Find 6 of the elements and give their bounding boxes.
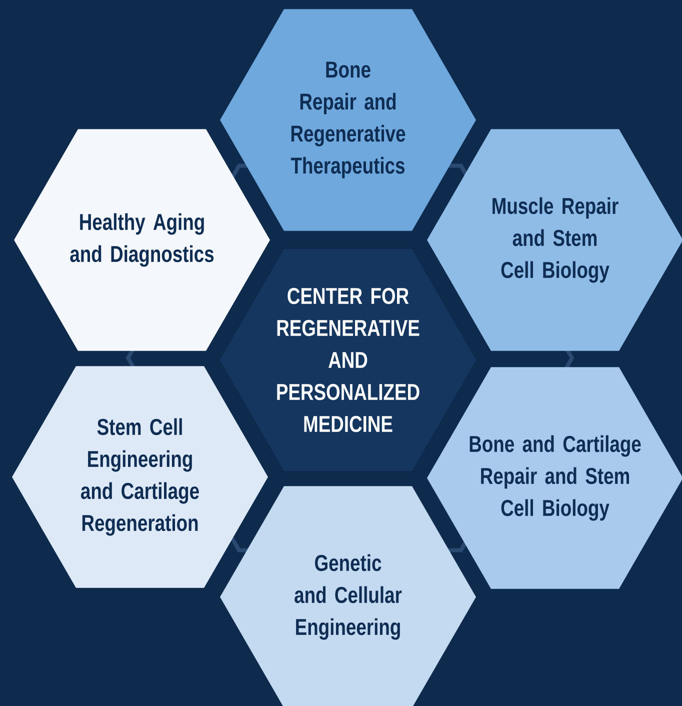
hexagon: Bone Repair and Regenerative Therapeutics <box>220 9 476 231</box>
hexagon: Bone and Cartilage Repair and Stem Cell Biology <box>427 367 682 589</box>
hexagon: Genetic and Cellular Engineering <box>220 486 476 706</box>
hexagon: Muscle Repair and Stem Cell Biology <box>427 129 682 351</box>
hexagon: Stem Cell Engineering and Cartilage Regeneration <box>12 366 268 588</box>
hexagon: Healthy Aging and Diagnostics <box>14 129 270 351</box>
